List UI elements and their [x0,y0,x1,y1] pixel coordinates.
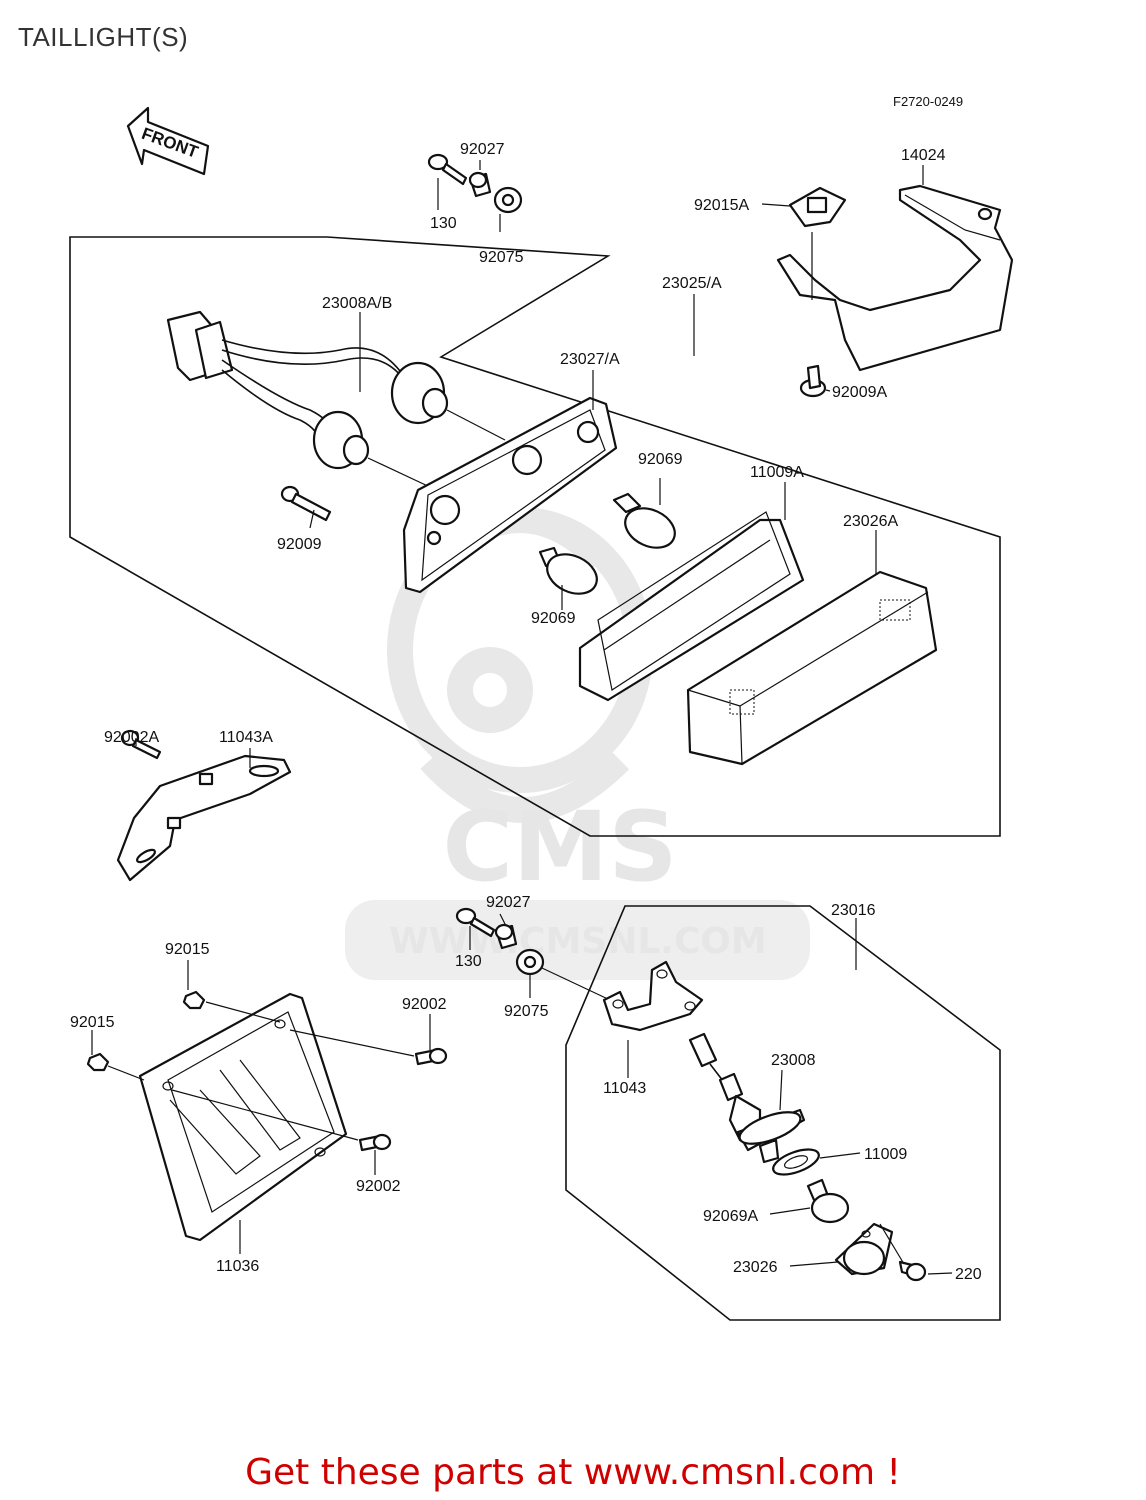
label-92015A: 92015A [694,197,749,214]
label-220: 220 [955,1266,982,1283]
bolt-92009-icon [280,485,332,522]
assembly-leader-11036 [107,1001,415,1141]
harness-23008AB-icon [166,310,506,489]
label-92002-upper: 92002 [402,996,447,1013]
label-11043A: 11043A [219,729,273,746]
label-92002A: 92002A [104,729,159,746]
front-arrow-icon: FRONT [126,106,210,176]
label-92027-lower: 92027 [486,894,531,911]
label-130-lower: 130 [455,953,482,970]
label-23027A: 23027/A [560,351,620,368]
bracket-11043-icon [602,960,704,1032]
collar-92027-lower-icon [494,923,518,950]
label-23026: 23026 [733,1259,778,1276]
grommet-92075-lower-icon [515,948,545,976]
nut-92015-lower-icon [86,1052,110,1072]
label-23016: 23016 [831,902,876,919]
bolt-92002-upper-icon [414,1047,448,1066]
collar-92027-top-icon [468,171,492,198]
lens-23026A-icon [686,570,938,766]
label-14024: 14024 [901,147,946,164]
label-92015-lower: 92015 [70,1014,115,1031]
lens-23026-icon [834,1222,894,1276]
leader-grommet-to-bracket [541,967,611,1001]
label-23026A: 23026A [843,513,898,530]
label-11009: 11009 [864,1146,907,1163]
assembly-23025-outline [69,236,1001,837]
watermark-url: WWW.CMSNL.COM [389,921,767,962]
watermark: CMS WWW.CMSNL.COM [345,507,810,980]
bracket-11043A-icon [116,729,292,882]
bolt-130-top-icon [427,153,468,186]
screw-92009A-icon [799,364,827,398]
label-92002-lower: 92002 [356,1178,401,1195]
lens-reflector-pattern [729,599,911,715]
label-92069A: 92069A [703,1208,758,1225]
footer-promo-text: Get these parts at www.cmsnl.com ! [245,1452,901,1493]
label-23008AB: 23008A/B [322,295,392,312]
label-92075-top: 92075 [479,249,524,266]
bulb-92069A-icon [806,1178,850,1224]
leader-lines [91,160,953,1275]
label-23008: 23008 [771,1052,816,1069]
watermark-logo: CMS [442,791,677,903]
assembly-23016-outline [565,905,1001,1321]
bulb-92069-upper-icon [612,492,676,549]
screw-220-icon [898,1260,927,1282]
part-labels: F2720-0249 92027 130 92075 14024 92015A … [70,94,982,1283]
label-92015-upper: 92015 [165,941,210,958]
nut-92015A-icon [788,186,847,228]
leader-lens-to-screw [879,1223,905,1265]
label-92069-upper: 92069 [638,451,683,468]
label-11009A: 11009A [750,464,804,481]
socket-23008-icon [688,1032,806,1164]
plate-bracket-11036-icon [138,992,348,1242]
label-11043: 11043 [603,1080,646,1097]
diagram-code: F2720-0249 [893,94,963,109]
bracket-14024-icon [776,184,1014,372]
label-23025A: 23025/A [662,275,722,292]
gasket-11009A-icon [578,511,805,702]
label-130-top: 130 [430,215,457,232]
grommet-92075-top-icon [493,186,523,214]
bolt-130-lower-icon [455,907,496,938]
nut-92015-upper-icon [182,990,206,1010]
label-11036: 11036 [216,1258,259,1275]
label-92009: 92009 [277,536,322,553]
bulb-92069-lower-icon [538,546,598,595]
label-92027-top: 92027 [460,141,505,158]
gasket-11009-icon [772,1148,820,1176]
label-92009A: 92009A [832,384,887,401]
label-92075-lower: 92075 [504,1003,549,1020]
label-92069-lower: 92069 [531,610,576,627]
page-title: TAILLIGHT(S) [18,22,189,52]
bolt-92002-lower-icon [358,1133,392,1152]
